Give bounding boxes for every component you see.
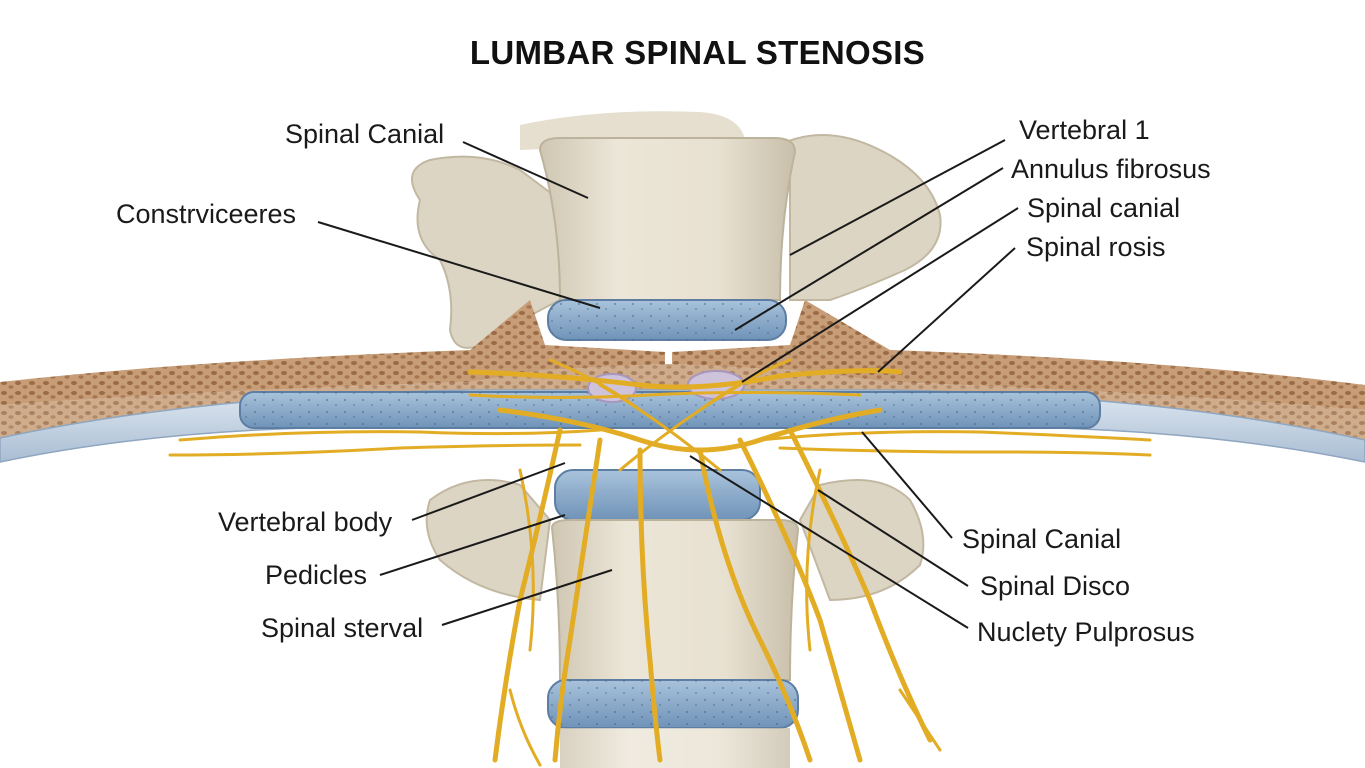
leader-annulus-fibrosus: [734, 167, 1004, 331]
leader-spinal-sterval: [441, 569, 613, 626]
label-spinal-canial-top: Spinal Canial: [285, 119, 445, 149]
leader-spinal-rosis: [877, 247, 1016, 373]
leader-vertebral-1: [789, 139, 1006, 256]
label-pedicles: Pedicles: [265, 560, 368, 590]
leader-spinal-canial-right: [741, 207, 1019, 383]
label-spinal-disco: Spinal Disco: [980, 571, 1131, 601]
leader-nuclety-pulprosus: [689, 455, 969, 629]
label-spinal-canial-right: Spinal canial: [1027, 193, 1181, 223]
leader-lines: [317, 139, 1019, 629]
leader-spinal-canial-top: [462, 141, 589, 199]
label-vertebral-1: Vertebral 1: [1019, 115, 1150, 145]
label-constrviceeres: Constrviceeres: [116, 199, 297, 229]
middle-disc: [554, 469, 761, 521]
upper-disc: [547, 299, 787, 341]
label-vertebral-body: Vertebral body: [218, 507, 393, 537]
label-spinal-sterval: Spinal sterval: [261, 613, 424, 643]
label-annulus-fibrosus: Annulus fibrosus: [1011, 154, 1211, 184]
lower-vertebral-body: [550, 519, 800, 681]
label-spinal-canial-lower: Spinal Canial: [962, 524, 1122, 554]
leader-vertebral-body: [411, 462, 566, 521]
lower-disc: [547, 679, 799, 729]
leader-constrviceeres: [317, 221, 601, 309]
leader-spinal-disco: [817, 489, 969, 587]
leader-spinal-canial-lower: [861, 431, 953, 539]
dural-sac: [0, 389, 1365, 463]
upper-vertebral-body: [538, 137, 797, 301]
diagram-title: LUMBAR SPINAL STENOSIS: [469, 34, 926, 71]
label-spinal-rosis: Spinal rosis: [1026, 232, 1166, 262]
label-nuclety-pulprosus: Nuclety Pulprosus: [977, 617, 1195, 647]
leader-pedicles: [379, 514, 566, 576]
